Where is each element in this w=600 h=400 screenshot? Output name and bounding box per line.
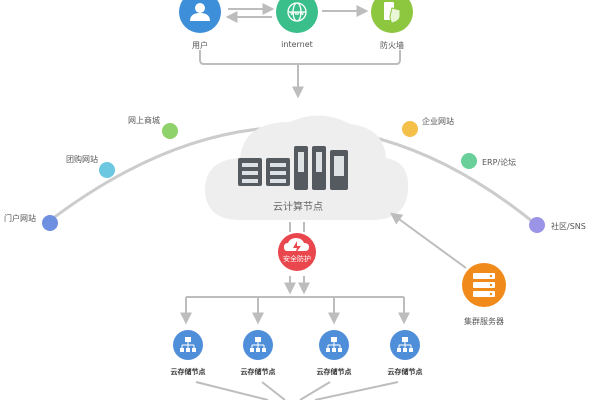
cloud-lightning-icon — [284, 238, 309, 254]
network-tree-icon — [250, 337, 266, 352]
arc-label-mall: 网上商城 — [128, 116, 160, 125]
cluster-server-label: 集群服务器 — [464, 317, 504, 326]
firewall-shield-icon — [384, 2, 401, 24]
firewall-label: 防火墙 — [380, 41, 404, 50]
security-badge[interactable] — [278, 233, 316, 271]
arc-node-enterprise[interactable] — [402, 121, 418, 137]
security-badge-label: 安全防护 — [283, 255, 311, 263]
arc-node-mall[interactable] — [162, 123, 178, 139]
firewall-node[interactable] — [371, 0, 413, 33]
network-tree-icon — [326, 337, 342, 352]
user-node[interactable] — [179, 0, 221, 33]
user-icon — [190, 3, 210, 21]
arc-node-groupbuy[interactable] — [99, 162, 115, 178]
top-connectors — [199, 3, 401, 99]
svg-text:www: www — [290, 11, 304, 17]
arc-label-groupbuy: 团购网站 — [66, 155, 98, 164]
internet-node[interactable]: www — [276, 0, 318, 33]
cloud-to-badge-connectors — [284, 222, 310, 295]
storage-label-4: 云存储节点 — [387, 368, 423, 376]
cloud-label: 云计算节点 — [273, 202, 323, 213]
network-tree-icons — [180, 337, 413, 352]
network-tree-icon — [180, 337, 196, 352]
bottom-connectors — [195, 381, 399, 400]
arc-node-sns[interactable] — [529, 217, 545, 233]
distribution-bus — [180, 296, 410, 325]
arc-label-sns: 社区/SNS — [551, 222, 586, 231]
arc-label-portal: 门户网站 — [4, 214, 36, 223]
arc-label-enterprise: 企业网站 — [422, 117, 454, 126]
globe-icon — [287, 2, 307, 22]
cluster-server-node[interactable] — [462, 263, 506, 307]
storage-label-2: 云存储节点 — [240, 368, 276, 376]
cloud-computing-node[interactable] — [205, 115, 409, 220]
arc-label-erp: ERP/论坛 — [482, 158, 517, 167]
arc-node-portal[interactable] — [42, 215, 58, 231]
internet-label: internet — [281, 40, 313, 49]
cluster-to-cloud-arrow — [390, 212, 467, 269]
user-label: 用户 — [192, 41, 208, 50]
server-rack-icon — [473, 273, 495, 297]
network-tree-icon — [397, 337, 413, 352]
storage-label-1: 云存储节点 — [170, 368, 206, 376]
arc-node-erp[interactable] — [461, 153, 477, 169]
storage-label-3: 云存储节点 — [316, 368, 352, 376]
